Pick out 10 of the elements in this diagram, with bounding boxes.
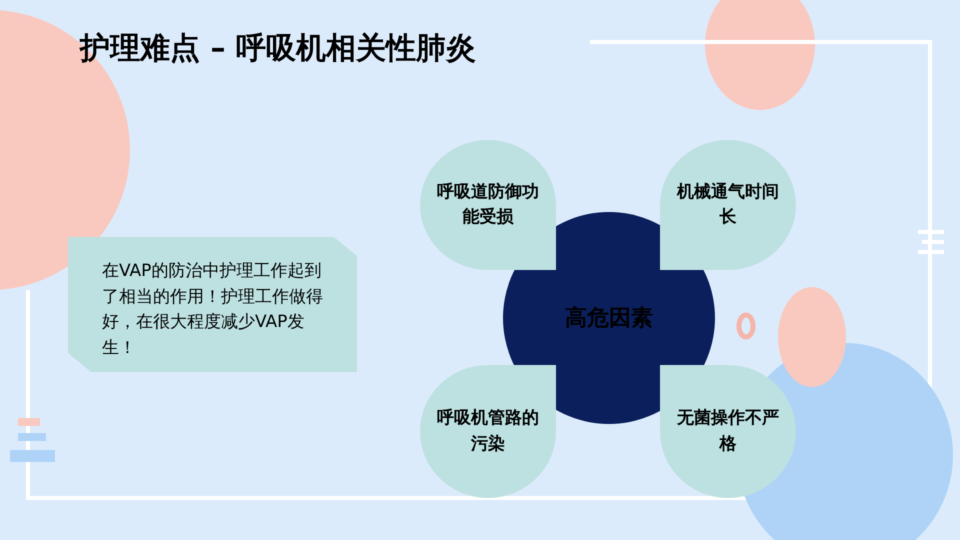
note-text: 在VAP的防治中护理工作起到了相当的作用！护理工作做得好，在很大程度减少VAP发生！ bbox=[102, 260, 324, 360]
petal-label: 机械通气时间长 bbox=[676, 180, 780, 229]
petal-label: 无菌操作不严格 bbox=[676, 407, 780, 456]
petal-label: 呼吸机管路的污染 bbox=[436, 407, 540, 456]
center-label: 高危因素 bbox=[565, 304, 653, 332]
slide-title: 护理难点 – 呼吸机相关性肺炎 bbox=[80, 30, 476, 68]
petal-shape bbox=[420, 365, 556, 498]
note-card bbox=[68, 237, 357, 372]
petal-shape bbox=[660, 365, 796, 498]
petal-label: 呼吸道防御功能受损 bbox=[436, 180, 540, 229]
